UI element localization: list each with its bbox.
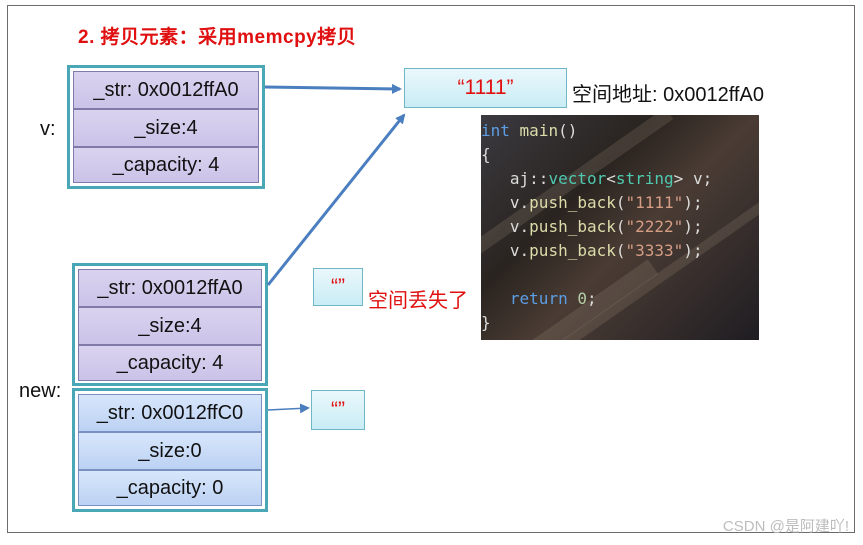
- new-b-capacity-field: _capacity: 0: [78, 470, 262, 506]
- new-object-b: _str: 0x0012ffC0 _size:0 _capacity: 0: [72, 388, 268, 512]
- new-a-capacity-field: _capacity: 4: [78, 345, 262, 381]
- diagram-frame: [7, 5, 855, 533]
- address-note: 空间地址: 0x0012ffA0: [572, 84, 764, 106]
- space-lost-note: 空间丢失了: [368, 290, 468, 312]
- v-size-field: _size:4: [73, 109, 259, 147]
- code-line-2: {: [481, 145, 491, 164]
- code-line-1: int main(): [481, 121, 578, 140]
- v-capacity-field: _capacity: 4: [73, 147, 259, 183]
- watermark: CSDN @是阿建吖!: [722, 518, 849, 535]
- code-line-4: v.push_back("1111");: [509, 193, 703, 212]
- diagram-title: 2. 拷贝元素：采用memcpy拷贝: [78, 26, 357, 48]
- new-a-str-field: _str: 0x0012ffA0: [78, 269, 262, 307]
- empty-string-box-b: “”: [311, 390, 365, 430]
- new-b-str-field: _str: 0x0012ffC0: [78, 394, 262, 432]
- code-snippet-panel: int main() { aj::vector<string> v; v.pus…: [481, 115, 759, 340]
- arrow-new-b-to-empty: [267, 403, 310, 414]
- arrow-new-a-to-string: [266, 113, 406, 286]
- code-line-3: aj::vector<string> v;: [509, 169, 713, 188]
- new-b-size-field: _size:0: [78, 432, 262, 470]
- v-object: _str: 0x0012ffA0 _size:4 _capacity: 4: [67, 65, 265, 189]
- code-line-6: v.push_back("3333");: [509, 241, 703, 260]
- arrow-v-to-string: [264, 83, 402, 94]
- v-str-field: _str: 0x0012ffA0: [73, 71, 259, 109]
- string-1111-box: “1111”: [404, 68, 567, 108]
- empty-string-box-a: “”: [313, 268, 363, 306]
- new-a-size-field: _size:4: [78, 307, 262, 345]
- new-label: new:: [19, 380, 62, 402]
- code-line-5: v.push_back("2222");: [509, 217, 703, 236]
- code-line-7: return 0;: [509, 289, 597, 308]
- v-label: v:: [40, 118, 56, 140]
- code-line-8: }: [481, 313, 491, 332]
- new-object-a: _str: 0x0012ffA0 _size:4 _capacity: 4: [72, 263, 268, 386]
